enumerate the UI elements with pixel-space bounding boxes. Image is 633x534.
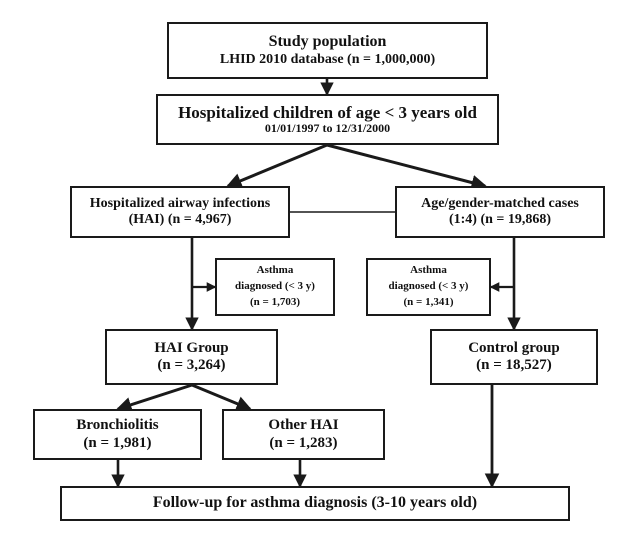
node-other-hai-line1: Other HAI bbox=[268, 417, 339, 434]
node-other-hai: Other HAI (n = 1,283) bbox=[222, 409, 385, 460]
node-bronchiolitis: Bronchiolitis (n = 1,981) bbox=[33, 409, 202, 460]
node-exclusion-right-line3: (n = 1,341) bbox=[403, 295, 454, 308]
node-exclusion-left-line2: diagnosed (< 3 y) bbox=[235, 280, 315, 293]
edge-hospitalized-to-matched bbox=[326, 143, 488, 191]
node-exclusion-left-line1: Asthma bbox=[256, 264, 294, 277]
node-follow-up-line1: Follow-up for asthma diagnosis (3-10 yea… bbox=[152, 494, 478, 512]
node-exclusion-right-line2: diagnosed (< 3 y) bbox=[388, 280, 469, 293]
node-study-population-line2: LHID 2010 database (n = 1,000,000) bbox=[219, 51, 436, 67]
node-bronchiolitis-line1: Bronchiolitis bbox=[76, 417, 159, 434]
node-matched-cases: Age/gender-matched cases (1:4) (n = 19,8… bbox=[395, 186, 605, 238]
node-control-group-line1: Control group bbox=[468, 339, 560, 356]
node-hospitalized-children-line1: Hospitalized children of age < 3 years o… bbox=[178, 102, 477, 122]
node-other-hai-line2: (n = 1,283) bbox=[269, 434, 338, 451]
edge-haigroup-to-otherhai bbox=[191, 383, 253, 412]
node-hai-line2: (HAI) (n = 4,967) bbox=[128, 212, 232, 227]
node-matched-cases-line2: (1:4) (n = 19,868) bbox=[448, 212, 552, 227]
node-exclusion-right-line1: Asthma bbox=[410, 264, 447, 277]
node-control-group: Control group (n = 18,527) bbox=[430, 329, 598, 385]
node-hai-group-line2: (n = 3,264) bbox=[157, 357, 226, 373]
node-hai-group-line1: HAI Group bbox=[154, 339, 229, 356]
node-hai-line1: Hospitalized airway infections bbox=[89, 195, 271, 211]
node-exclusion-left: Asthma diagnosed (< 3 y) (n = 1,703) bbox=[215, 258, 335, 316]
node-exclusion-left-line3: (n = 1,703) bbox=[250, 295, 300, 308]
node-bronchiolitis-line2: (n = 1,981) bbox=[83, 434, 152, 451]
node-exclusion-right: Asthma diagnosed (< 3 y) (n = 1,341) bbox=[366, 258, 491, 316]
node-study-population-line1: Study population bbox=[268, 33, 387, 51]
node-control-group-line2: (n = 18,527) bbox=[476, 357, 552, 373]
edge-hospitalized-to-hai bbox=[225, 143, 328, 189]
node-hai: Hospitalized airway infections (HAI) (n … bbox=[70, 186, 290, 238]
node-hospitalized-children: Hospitalized children of age < 3 years o… bbox=[156, 94, 499, 145]
node-study-population: Study population LHID 2010 database (n =… bbox=[167, 22, 488, 79]
node-hai-group: HAI Group (n = 3,264) bbox=[105, 329, 278, 385]
node-follow-up: Follow-up for asthma diagnosis (3-10 yea… bbox=[60, 486, 570, 521]
node-matched-cases-line1: Age/gender-matched cases bbox=[421, 195, 579, 211]
edge-haigroup-to-bronchiolitis bbox=[115, 383, 193, 413]
node-hospitalized-children-line2: 01/01/1997 to 12/31/2000 bbox=[264, 121, 391, 136]
